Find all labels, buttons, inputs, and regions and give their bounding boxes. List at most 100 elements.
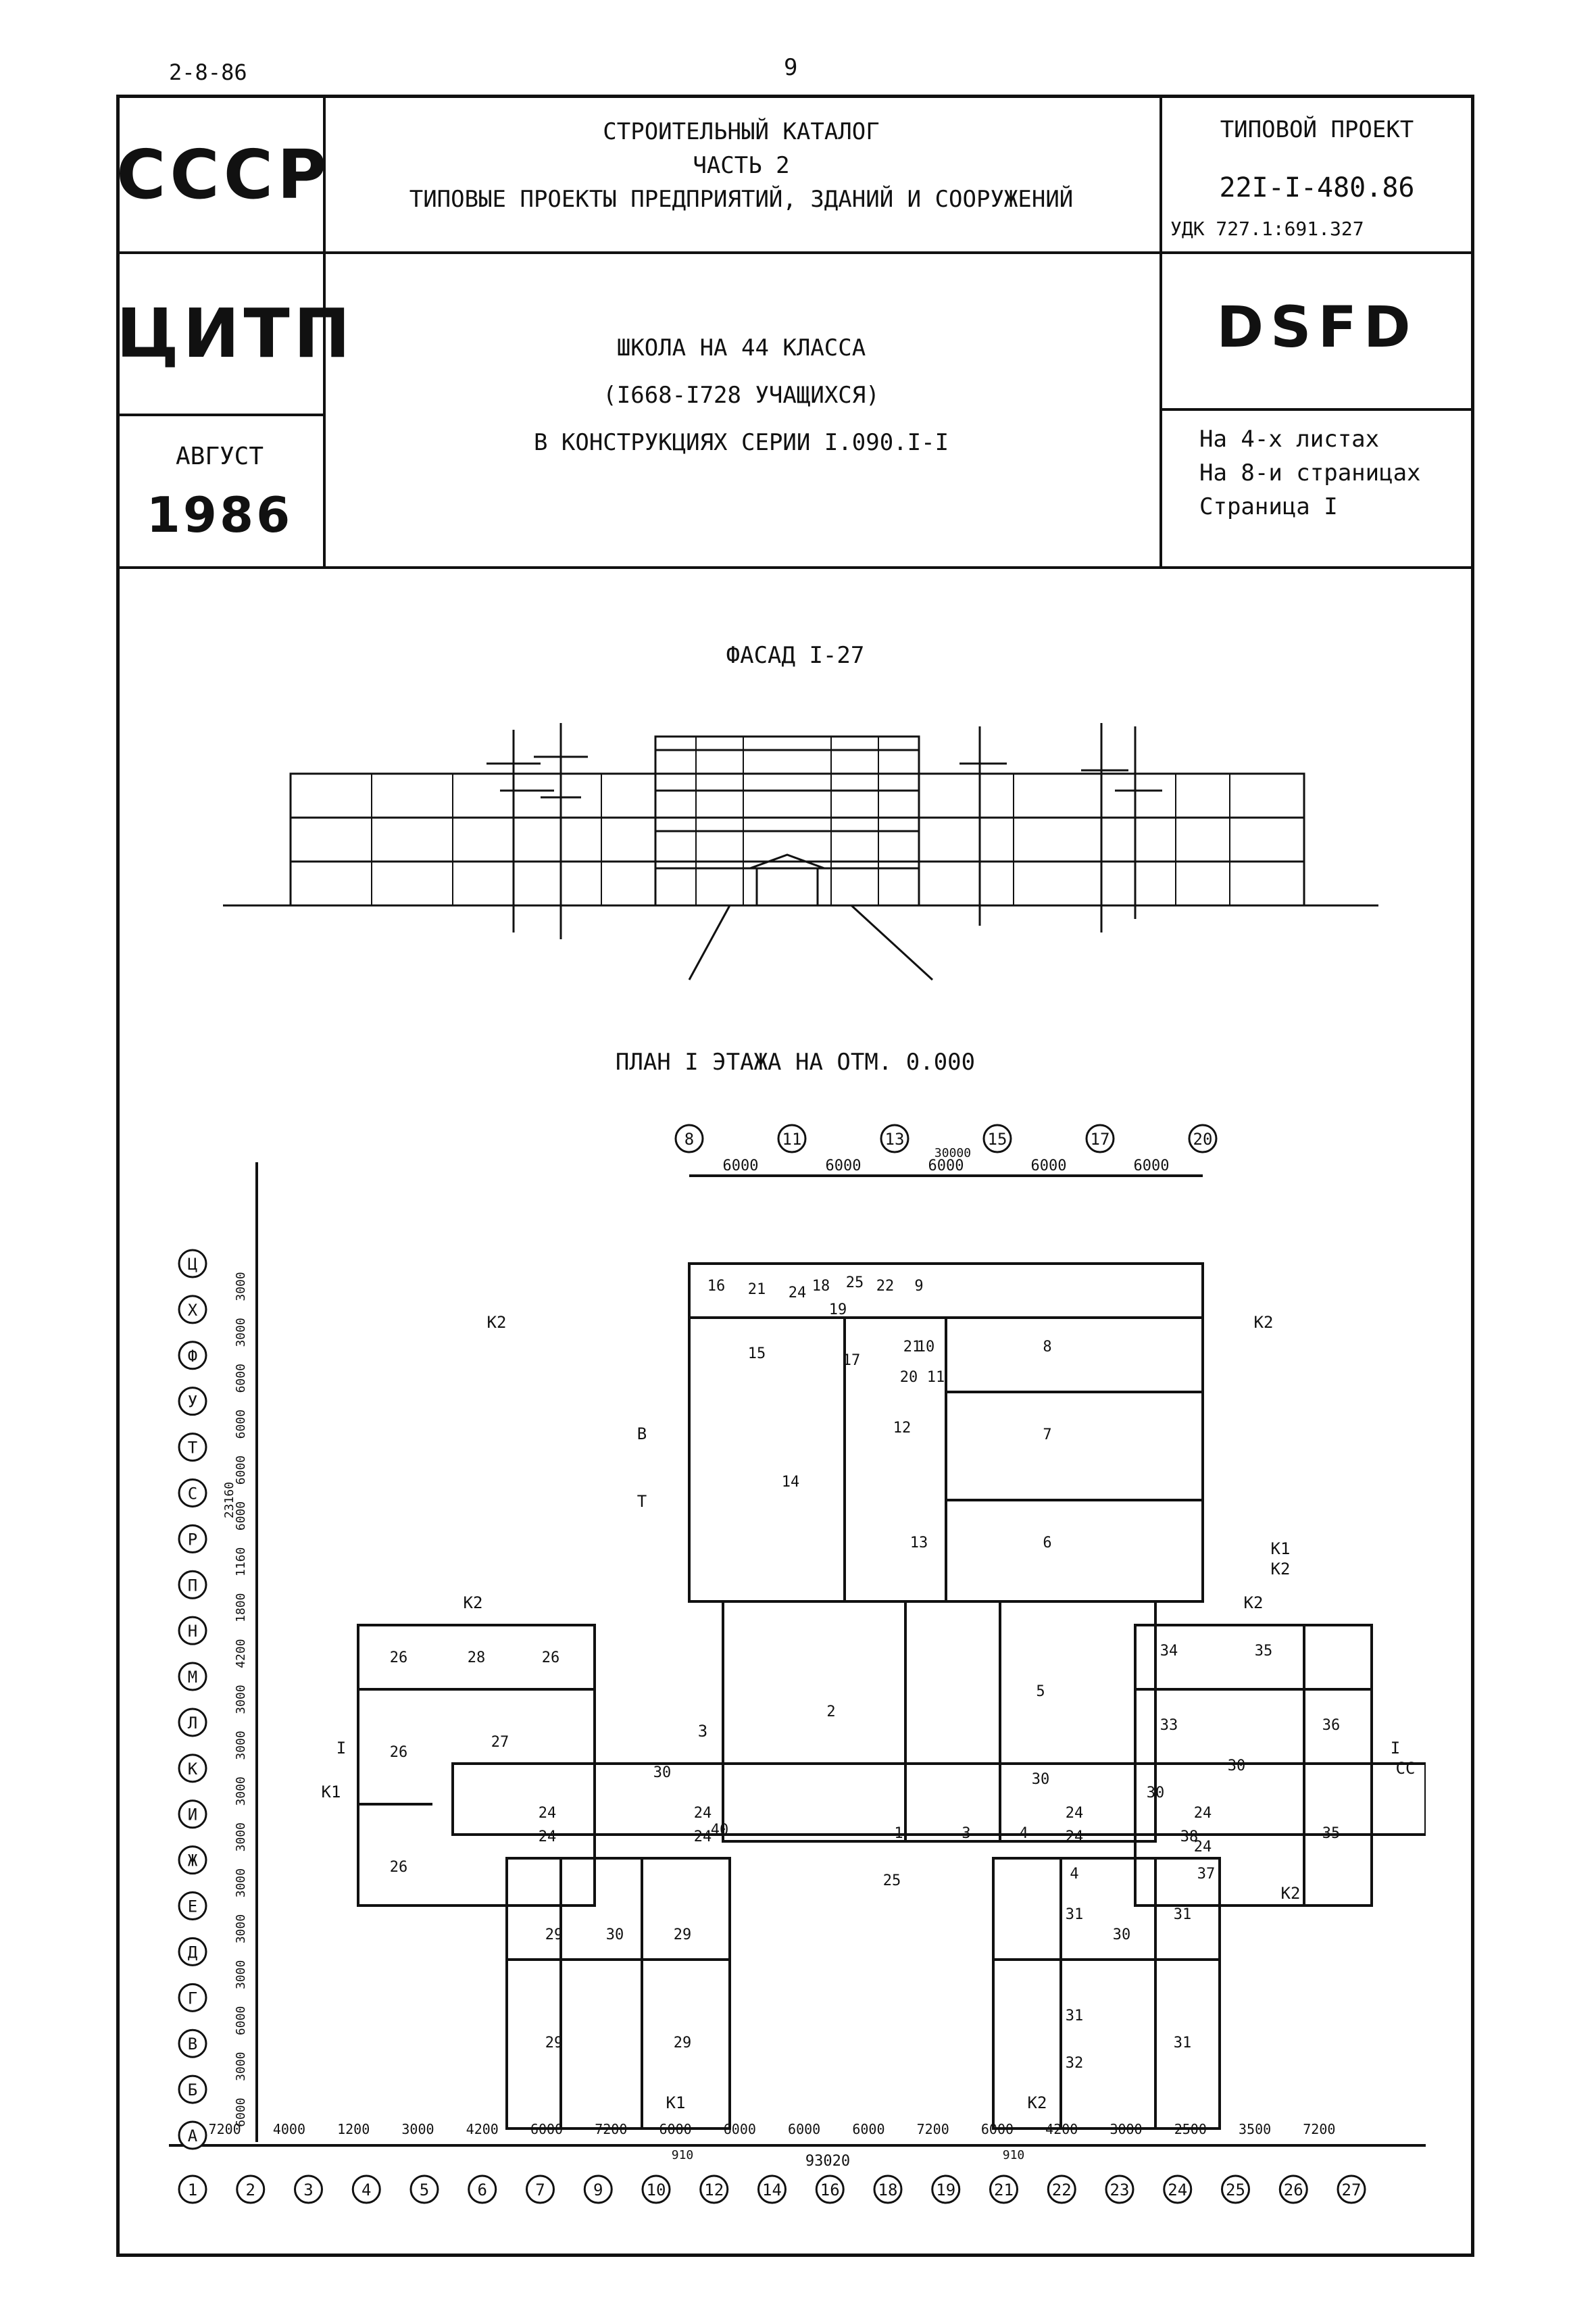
axis-bubble-left-circle [178,2074,207,2104]
axis-bubble-left-circle [178,1845,207,1875]
dimension-label: 910 [672,2148,694,2162]
room-number: 22 [876,1278,895,1295]
axis-bubble-top-circle [880,1124,909,1153]
dimension-label: 6000 [659,2121,691,2137]
dimension-label: 6000 [981,2121,1014,2137]
room-number: 5 [1036,1683,1045,1700]
axis-bubble-left-circle [178,1983,207,2012]
dimension-label: 3000 [234,1731,248,1760]
axis-bubble-left: М [188,1668,197,1687]
dimension-total: 93020 [805,2153,850,2170]
axis-bubble-bottom-circle [583,2174,613,2204]
title-line-1: ШКОЛА НА 44 КЛАССА [616,334,866,362]
room-number: 24 [1066,1828,1084,1845]
axis-bubble-top: 17 [1091,1130,1110,1149]
dimension-label: 1800 [234,1593,248,1622]
room-number: 38 [1180,1828,1199,1845]
axis-bubble-bottom: 27 [1342,2181,1362,2199]
dimension-label: 2500 [1174,2121,1207,2137]
facade-title: ФАСАД I-27 [726,642,865,669]
dimension-label: 7200 [1303,2121,1335,2137]
axis-bubble-bottom: 12 [704,2181,724,2199]
room-number: 13 [910,1535,928,1551]
drawing-frame [116,95,1474,2257]
room-number: 32 [1066,2055,1084,2072]
axis-bubble-bottom: 2 [246,2181,255,2199]
facade-drawing [223,723,1378,981]
dimension-label: 7200 [917,2121,949,2137]
section-marker: В [637,1424,647,1443]
axis-bubble-bottom-circle [1337,2174,1366,2204]
room-number: 8 [1043,1339,1051,1355]
axis-bubble-top: 11 [782,1130,802,1149]
dimension-label: 4200 [1045,2121,1078,2137]
facade-wings [289,772,1305,907]
axis-bubble-bottom-circle [1221,2174,1250,2204]
room-number: 30 [653,1764,672,1781]
dimension-label: 3000 [234,1868,248,1897]
axis-bubble-left: Б [188,2081,197,2099]
room-number: 30 [1113,1926,1131,1943]
dimension-label: 6000 [234,2097,248,2126]
axis-bubble-bottom: 9 [593,2181,603,2199]
dimension-label: 4200 [234,1639,248,1668]
axis-bubble-left: Ц [188,1255,197,1274]
section-marker: 3 [698,1722,707,1741]
grid-line [1159,408,1474,411]
axis-bubble-left-circle [178,1616,207,1645]
catalog-line-2: ЧАСТЬ 2 [693,152,790,179]
axis-bubble-left-circle [178,1708,207,1737]
room-number: 24 [1194,1839,1212,1856]
axis-bubble-left: Ф [188,1347,197,1366]
room-number: 30 [1228,1758,1246,1774]
axis-bubble-top-circle [777,1124,807,1153]
axis-bubble-bottom: 3 [303,2181,313,2199]
room-number: 25 [883,1872,901,1889]
dimension-label: 3000 [1109,2121,1142,2137]
axis-bubble-bottom: 6 [478,2181,487,2199]
axis-bubble-left: Н [188,1622,197,1641]
axis-bubble-bottom-circle [815,2174,845,2204]
section-marker: К2 [464,1593,483,1612]
room-number: 29 [674,2035,692,2051]
dimension-label: 6000 [234,1410,248,1439]
section-marker: К1 [666,2093,686,2112]
axis-bubble-left-circle [178,2028,207,2058]
room-number: 7 [1043,1426,1051,1443]
axis-bubble-bottom-circle [1047,2174,1076,2204]
room-number: 35 [1255,1643,1273,1660]
axis-bubble-left-circle [178,1753,207,1783]
grid-line [323,95,326,568]
room-number: 31 [1174,2035,1192,2051]
axis-bubble-bottom-circle [699,2174,729,2204]
axis-bubble-bottom-circle [1163,2174,1193,2204]
axis-bubble-left-circle [178,2120,207,2150]
room-number: 2 [826,1703,835,1720]
dimension-label: 6000 [724,2121,756,2137]
axis-bubble-bottom: 7 [535,2181,545,2199]
catalog-line-3: ТИПОВЫЕ ПРОЕКТЫ ПРЕДПРИЯТИЙ, ЗДАНИЙ И СО… [409,186,1074,213]
grid-line [1159,95,1162,568]
dimension-label: 3000 [234,1822,248,1851]
main-entrance [755,867,819,907]
sheets-count: На 4-х листах [1199,426,1380,453]
axis-bubble-bottom: 23 [1110,2181,1130,2199]
room-number: 25 [846,1274,864,1291]
room-number: 26 [390,1859,408,1876]
axis-bubble-left: В [188,2035,197,2053]
dimension-label: 6000 [788,2121,820,2137]
left-wing-wall [357,1624,596,1907]
dimension-label: 6000 [928,1158,964,1174]
axis-bubble-top: 15 [988,1130,1007,1149]
room-number: 31 [1066,1906,1084,1923]
room-number: 30 [1032,1771,1050,1788]
room-number: 37 [1197,1866,1216,1883]
pages-count: На 8-и страницах [1199,459,1421,487]
right-wing-wall [1134,1624,1373,1907]
axis-bubble-bottom-circle [873,2174,903,2204]
axis-bubble-left-circle [178,1249,207,1278]
room-number: 1 [894,1825,903,1842]
year-label: 1986 [146,487,293,543]
axis-bubble-bottom-circle [526,2174,555,2204]
